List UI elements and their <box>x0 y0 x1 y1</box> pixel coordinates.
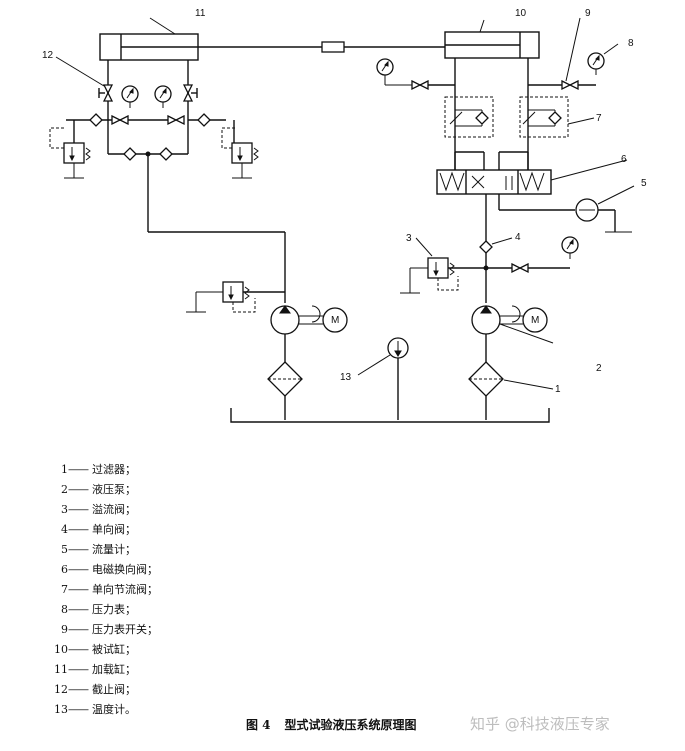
hydraulic-schematic: M M 1 2 3 4 5 6 7 8 9 10 11 12 13 <box>42 8 647 423</box>
right-tested-circuit <box>376 17 635 344</box>
callout-11: 11 <box>195 8 206 19</box>
legend-item: 11——加载缸； <box>54 663 136 676</box>
legend-item: 3——溢流阀； <box>61 503 136 516</box>
callout-8: 8 <box>628 38 634 49</box>
legend-item: 13——温度计。 <box>54 703 136 716</box>
callout-4: 4 <box>515 232 521 243</box>
loading-cylinder-11 <box>99 17 199 61</box>
left-pump-unit <box>186 281 348 420</box>
motor-label-left: M <box>331 315 339 326</box>
oil-tank <box>230 408 550 423</box>
motor-label-right: M <box>531 315 539 326</box>
legend-item: 10——被试缸； <box>54 643 136 656</box>
tested-cylinder-10 <box>444 19 540 59</box>
callout-13: 13 <box>340 372 352 383</box>
callout-3: 3 <box>406 233 412 244</box>
legend-item: 1——过滤器； <box>61 463 136 476</box>
callout-9: 9 <box>585 8 591 19</box>
left-loading-circuit <box>49 60 286 303</box>
legend-item: 5——流量计； <box>61 543 136 556</box>
right-pump-unit <box>468 305 554 420</box>
legend-item: 7——单向节流阀； <box>61 583 158 596</box>
callout-2: 2 <box>596 363 602 374</box>
callout-7: 7 <box>596 113 602 124</box>
legend-item: 6——电磁换向阀； <box>61 563 158 576</box>
thermometer-13 <box>357 337 409 420</box>
legend: 1——过滤器； 2——液压泵； 3——溢流阀； 4——单向阀； 5——流量计； … <box>48 460 348 720</box>
legend-item: 8——压力表； <box>61 603 136 616</box>
callout-12: 12 <box>42 50 54 61</box>
figure-title: 型式试验液压系统原理图 <box>284 718 417 732</box>
figure-number: 图 4 <box>246 718 271 732</box>
watermark: 知乎 @科技液压专家 <box>470 715 610 733</box>
callout-10: 10 <box>515 8 527 19</box>
callout-5: 5 <box>641 178 647 189</box>
callout-1: 1 <box>555 384 561 395</box>
callout-6: 6 <box>621 154 627 165</box>
legend-item: 4——单向阀； <box>61 523 136 536</box>
legend-item: 9——压力表开关； <box>61 623 158 636</box>
figure-caption: 图 4 型式试验液压系统原理图 <box>246 716 417 733</box>
legend-item: 2——液压泵； <box>61 483 136 496</box>
legend-item: 12——截止阀； <box>54 683 136 696</box>
